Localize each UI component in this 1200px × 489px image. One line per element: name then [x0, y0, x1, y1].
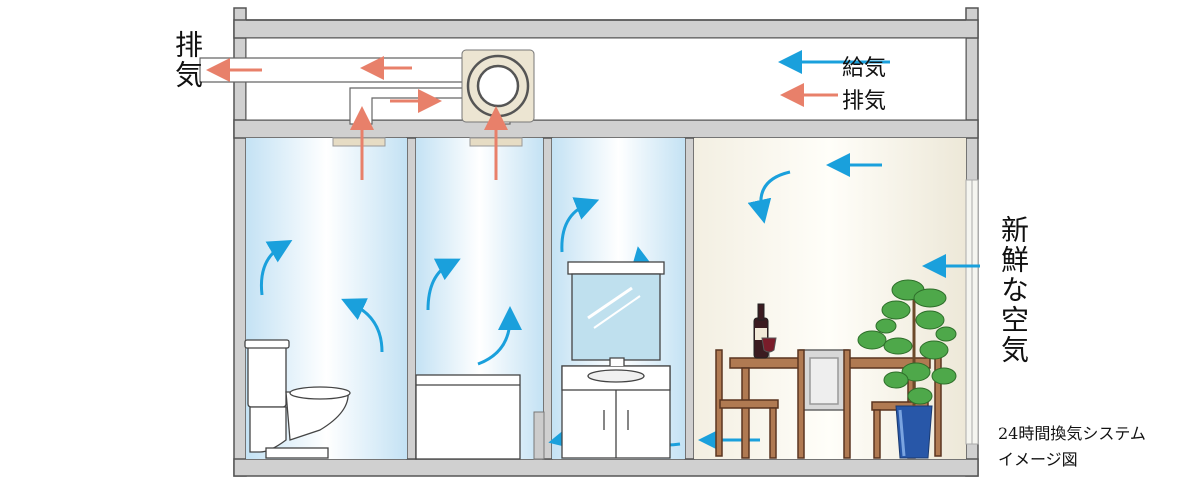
caption-line-2: イメージ図	[998, 450, 1078, 469]
caption-line-1: 24時間換気システム	[998, 424, 1146, 443]
legend-supply-label: 給気	[842, 56, 887, 81]
bathtub	[415, 374, 521, 460]
wine-glass	[761, 337, 777, 358]
ventilation-fan	[461, 49, 535, 123]
vanity	[561, 261, 671, 459]
exhaust-outlet-label: 排気	[171, 30, 204, 90]
window	[965, 179, 979, 445]
toilet	[244, 339, 351, 459]
threshold	[533, 411, 545, 460]
potted-plant	[857, 279, 957, 459]
legend-exhaust-label: 排気	[842, 89, 887, 114]
exhaust-grille-toilet	[332, 137, 386, 147]
exhaust-arrows	[206, 56, 838, 180]
fresh-air-label: 新鮮な空気	[997, 215, 1030, 365]
